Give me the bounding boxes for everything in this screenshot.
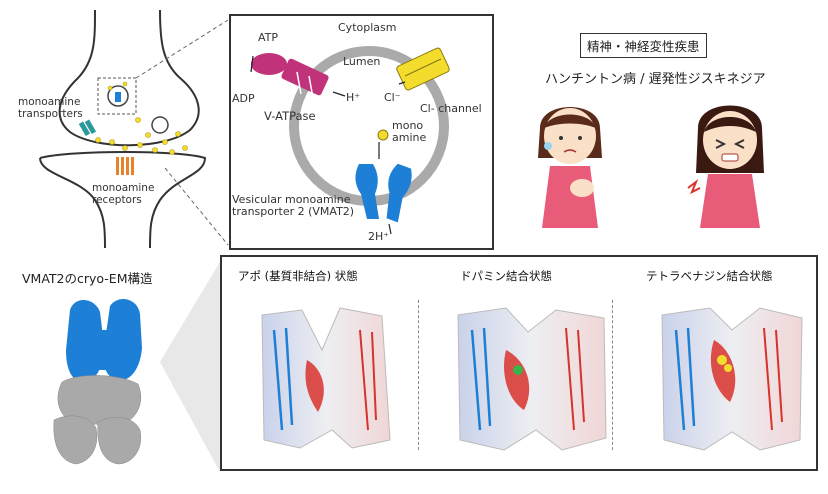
atp-label: ATP bbox=[258, 31, 279, 44]
adp-label: ADP bbox=[232, 92, 255, 105]
synapse-diagram bbox=[39, 9, 229, 249]
h-plus-label: H⁺ bbox=[346, 91, 361, 104]
vmat2-label: Vesicular monoamine transporter 2 (VMAT2… bbox=[232, 193, 355, 218]
cl-channel-label: Cl- channel bbox=[420, 102, 482, 115]
tetrabenazine-structure bbox=[661, 307, 803, 451]
vatpase-label: V-ATPase bbox=[264, 109, 316, 123]
transporters-label: monoamine transporters bbox=[18, 96, 83, 120]
vatpase-icon bbox=[251, 53, 329, 99]
vesicle-diagram bbox=[250, 46, 450, 235]
cl-ion-label: Cl⁻ bbox=[384, 91, 401, 104]
receptors-label: monoamine receptors bbox=[92, 182, 155, 206]
two-h-label: 2H⁺ bbox=[368, 230, 390, 243]
lumen-label: Lumen bbox=[343, 55, 381, 68]
patient-illustrations bbox=[538, 105, 764, 228]
patient-distressed-icon bbox=[687, 105, 764, 228]
state-label-dopamine: ドパミン結合状態 bbox=[460, 269, 552, 283]
state-label-tetrabenazine: テトラベナジン結合状態 bbox=[646, 269, 773, 283]
apo-structure bbox=[261, 307, 391, 449]
panel-divider-1 bbox=[418, 300, 419, 450]
connector-wedge bbox=[160, 262, 220, 472]
panel-divider-2 bbox=[612, 300, 613, 450]
cl-channel-icon bbox=[396, 47, 450, 91]
monoamine-label: mono amine bbox=[392, 119, 427, 144]
cytoplasm-label: Cytoplasm bbox=[338, 21, 397, 34]
cryoem-title: VMAT2のcryo-EM構造 bbox=[22, 271, 153, 286]
patient-anxious-icon bbox=[538, 107, 602, 228]
cryoem-map bbox=[53, 299, 142, 465]
vmat2-icon bbox=[355, 163, 412, 223]
structure-surfaces bbox=[261, 307, 803, 451]
state-label-apo: アポ (基質非結合) 状態 bbox=[238, 269, 358, 283]
disease-title: 精神・神経変性疾患 bbox=[580, 33, 707, 58]
disease-subtitle: ハンチントン病 / 遅発性ジスキネジア bbox=[545, 72, 766, 87]
dopamine-structure bbox=[457, 307, 607, 451]
